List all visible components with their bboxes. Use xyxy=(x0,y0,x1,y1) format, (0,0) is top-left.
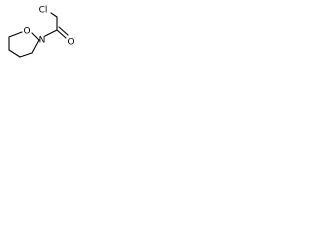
bond-carbonyl-double-2 xyxy=(58,26,69,36)
molecule-diagram: Cl O O N xyxy=(8,6,75,58)
atom-label-ring-oxygen: O xyxy=(23,27,30,37)
atom-labels: Cl O O N xyxy=(23,6,74,48)
atom-label-chlorine: Cl xyxy=(39,6,48,16)
atom-label-ring-nitrogen: N xyxy=(39,36,46,46)
bond-O1-N2 xyxy=(31,32,40,41)
bond-C4-C5 xyxy=(8,49,21,58)
bond-ch2-cl xyxy=(50,12,58,18)
atom-label-carbonyl-oxygen: O xyxy=(67,38,74,48)
ring-bonds xyxy=(8,31,40,58)
bond-C6-O1 xyxy=(8,31,23,38)
bond-N-carbonyl-carbon xyxy=(44,29,58,37)
side-chain-bonds xyxy=(44,12,69,39)
bond-C3-C4 xyxy=(19,52,33,58)
bond-N2-C3 xyxy=(31,39,40,54)
bond-carbonyl-double-1 xyxy=(56,29,67,39)
